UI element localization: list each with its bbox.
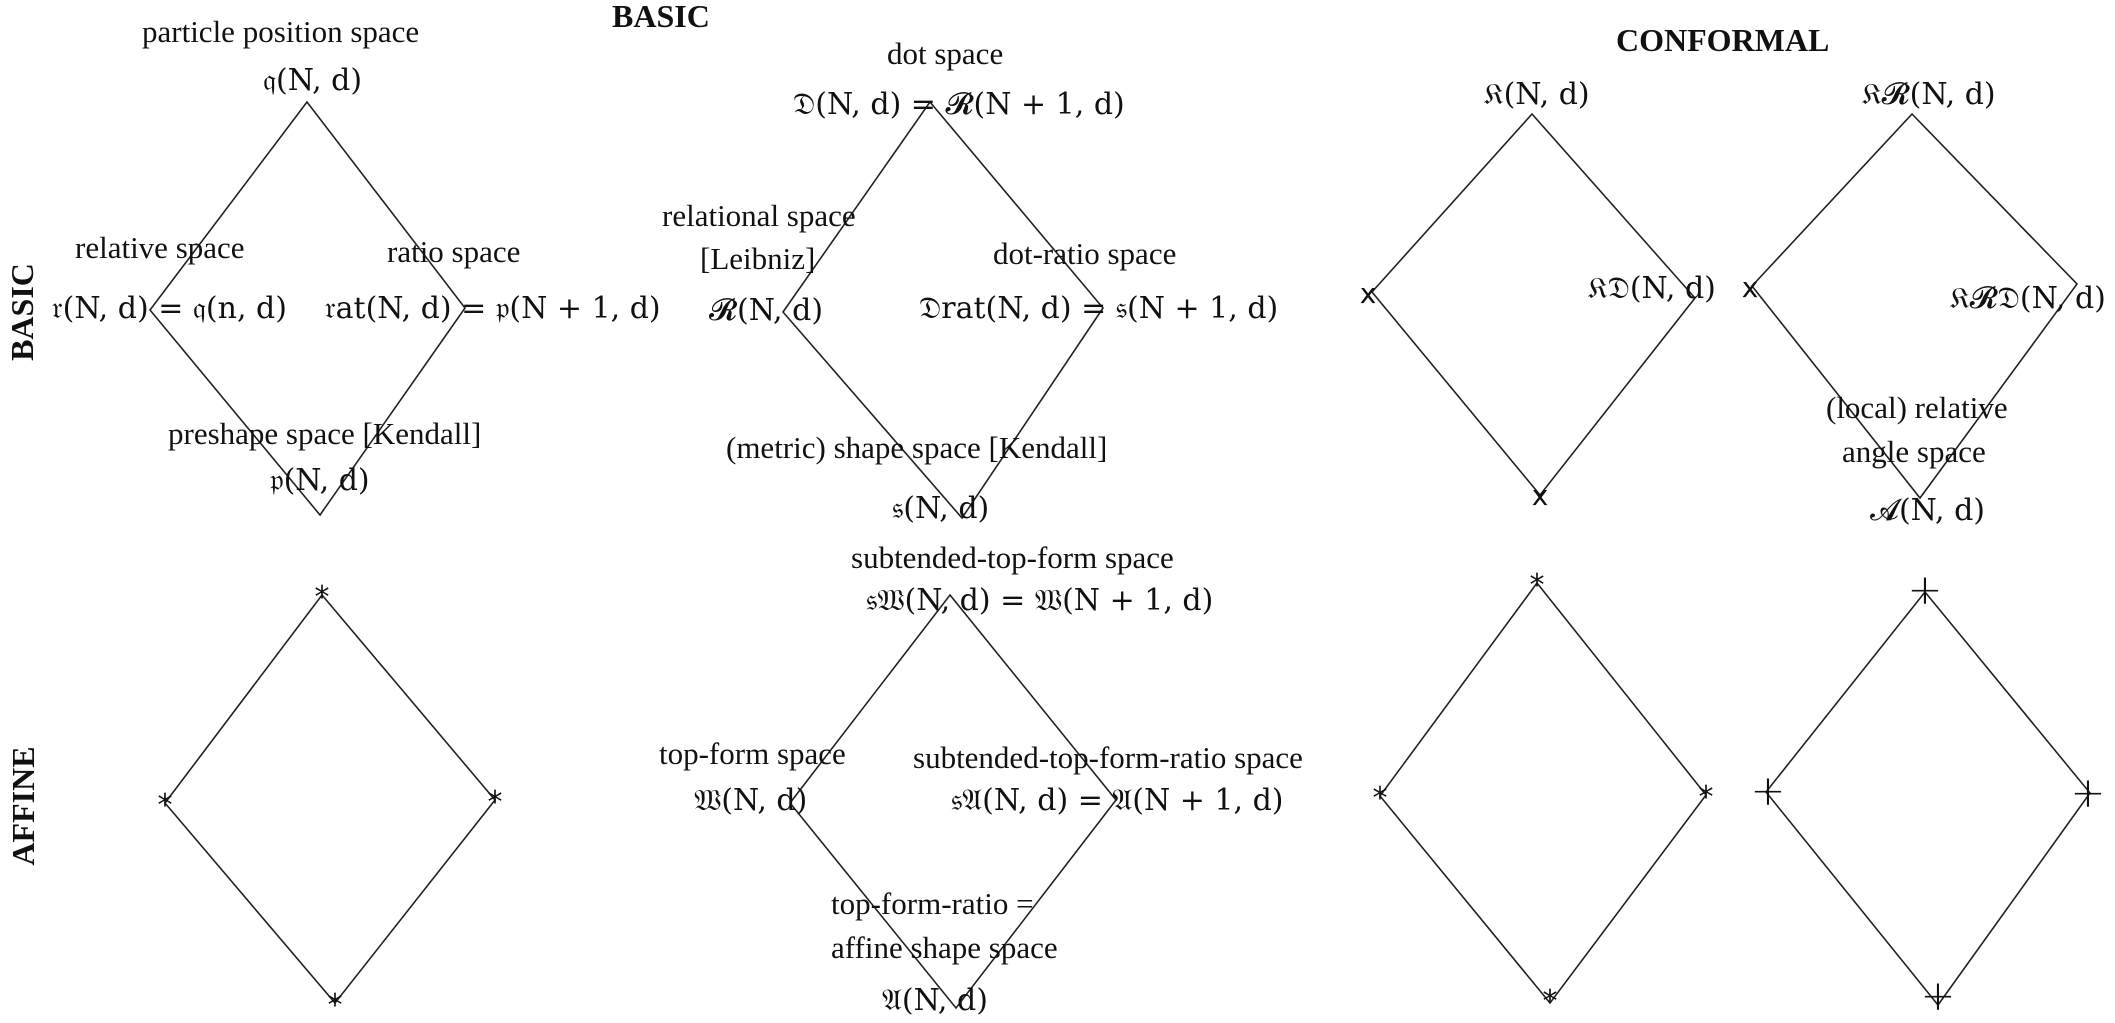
label-preshape-space: preshape space [Kendall] (168, 416, 482, 451)
math-drat-equation: 𝔇rat(N, d) = 𝔰(N + 1, d) (919, 291, 1279, 326)
marker-plus: + (1750, 766, 1786, 815)
diamond-affine-left (163, 593, 497, 1005)
math-d-equation: 𝔇(N, d) = 𝓡(N + 1, d) (793, 87, 1125, 122)
marker-star: * (1372, 781, 1388, 816)
math-w-nd: 𝔚(N, d) (694, 783, 808, 818)
diamond-affine-conformal-star (1378, 581, 1708, 1005)
basic-side-header: BASIC (4, 263, 40, 361)
marker-plus: + (1920, 971, 1956, 1020)
label-subtended-top-form-ratio-space: subtended-top-form-ratio space (913, 740, 1303, 775)
label-leibniz: [Leibniz] (700, 241, 816, 276)
math-rat-equation: 𝔯at(N, d) = 𝔭(N + 1, d) (325, 291, 661, 326)
marker-star: * (1698, 780, 1714, 815)
math-r-equation: 𝔯(N, d) = 𝔮(n, d) (52, 291, 287, 326)
marker-x: x (1741, 271, 1759, 304)
label-local-relative: (local) relative (1826, 390, 2008, 425)
math-relational-r-nd: 𝓡(N, d) (709, 293, 824, 328)
diamond-basic-particle (148, 100, 466, 517)
label-relative-space: relative space (75, 230, 245, 265)
math-kd-nd: 𝔎𝔇(N, d) (1588, 271, 1716, 306)
label-affine-shape-space: affine shape space (831, 930, 1058, 965)
basic-top-header: BASIC (612, 0, 710, 34)
math-affine-a-nd: 𝔄(N, d) (882, 983, 988, 1018)
marker-star: * (1529, 568, 1545, 603)
diamond-conformal-k (1370, 112, 1697, 497)
label-dot-ratio-space: dot-ratio space (993, 236, 1177, 271)
label-angle-space: angle space (1842, 434, 1986, 469)
marker-star: * (487, 785, 503, 820)
marker-x: x (1531, 479, 1549, 512)
diamond-basic-dot (781, 100, 1104, 520)
marker-plus: + (1907, 565, 1943, 614)
label-particle-position-space: particle position space (142, 14, 420, 49)
math-s-nd: 𝔰(N, d) (892, 491, 990, 526)
label-top-form-ratio: top-form-ratio = (831, 886, 1034, 921)
diamond-affine-conformal-plus (1764, 590, 2092, 1007)
diamond-affine-middle (788, 593, 1118, 1010)
marker-star: * (157, 788, 173, 823)
math-sa-equation: 𝔰𝔄(N, d) = 𝔄(N + 1, d) (951, 783, 1284, 818)
label-ratio-space: ratio space (387, 234, 521, 269)
math-krd-nd: 𝔎𝓡𝔇(N, d) (1950, 281, 2106, 316)
math-k-nd: 𝔎(N, d) (1484, 77, 1590, 112)
affine-side-header: AFFINE (5, 746, 41, 866)
diamond-conformal-kr (1750, 112, 2079, 500)
label-relational-space: relational space (662, 198, 856, 233)
marker-star: * (314, 580, 330, 615)
marker-star: * (327, 988, 343, 1023)
math-a-nd: 𝓐(N, d) (1870, 493, 1985, 528)
label-top-form-space: top-form space (659, 736, 846, 771)
math-q-nd: 𝔮(N, d) (263, 63, 363, 98)
math-kr-nd: 𝔎𝓡(N, d) (1862, 77, 1996, 112)
label-dot-space: dot space (887, 36, 1004, 71)
marker-x: x (1359, 277, 1377, 310)
math-sw-equation: 𝔰𝔚(N, d) = 𝔚(N + 1, d) (866, 583, 1214, 618)
marker-star: * (1542, 984, 1558, 1019)
conformal-top-header: CONFORMAL (1616, 22, 1830, 58)
label-metric-shape-space: (metric) shape space [Kendall] (726, 430, 1108, 465)
label-subtended-top-form-space: subtended-top-form space (851, 540, 1174, 575)
marker-plus: + (2070, 768, 2106, 817)
math-p-nd: 𝔭(N, d) (270, 463, 370, 498)
